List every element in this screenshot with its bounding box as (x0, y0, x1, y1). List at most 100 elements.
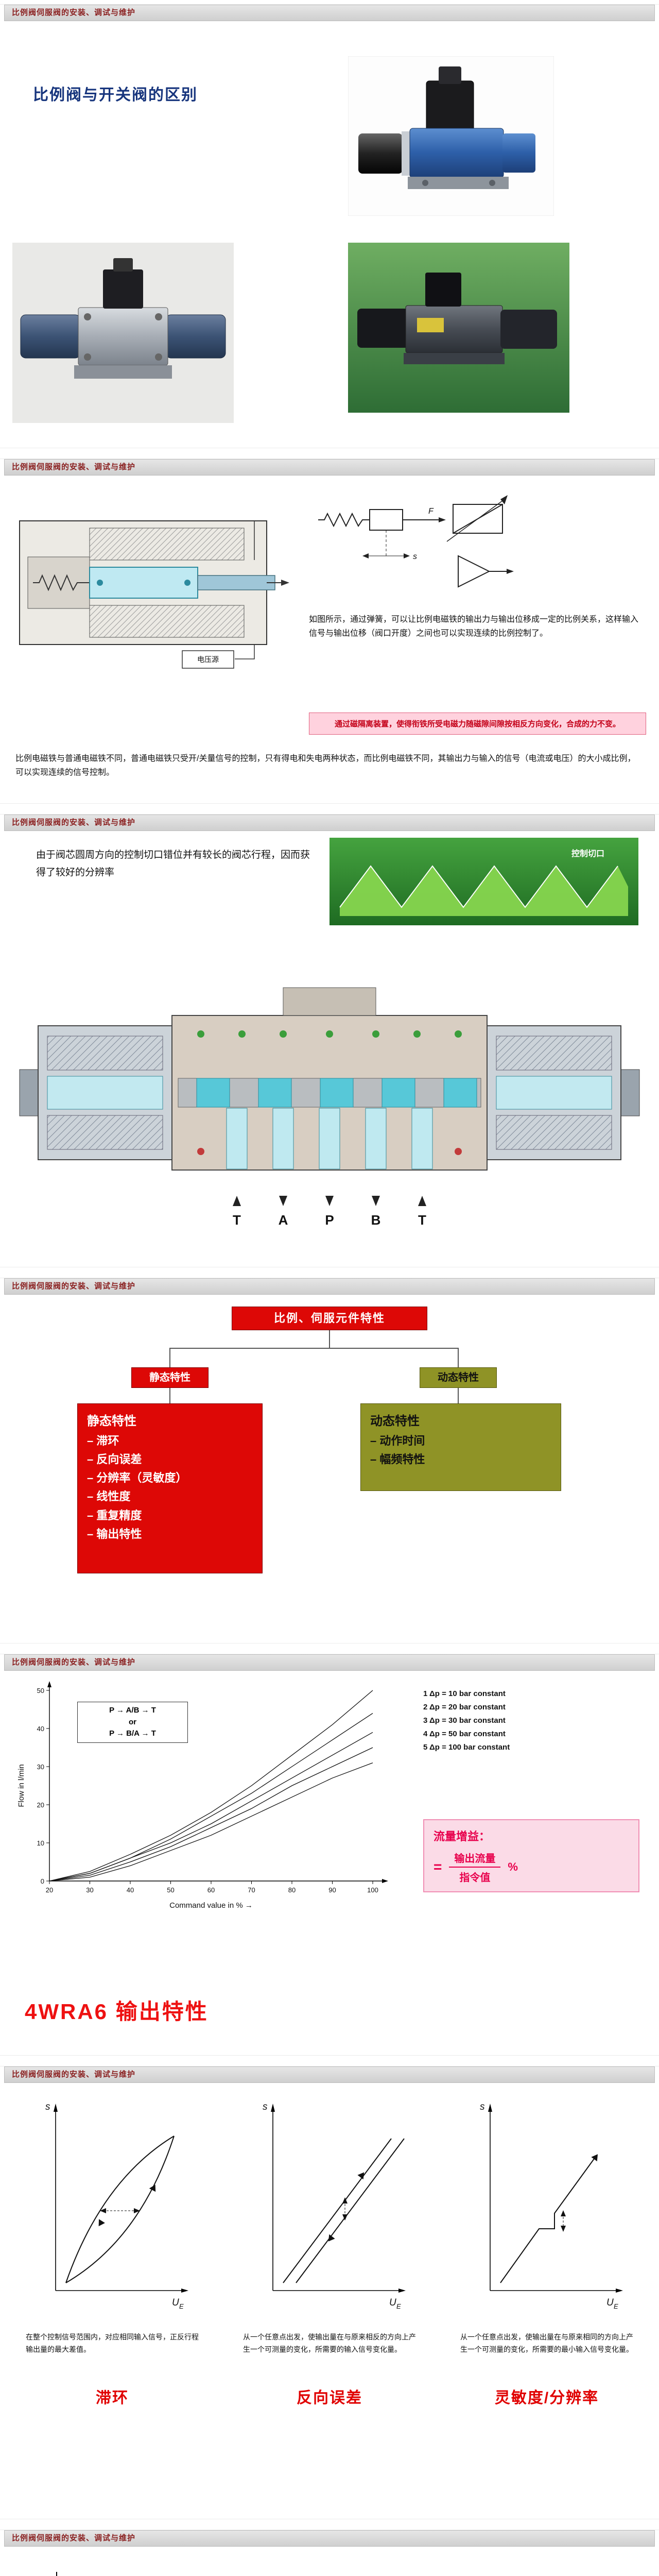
linearity-chart: 02550751002040608010012Flow in % → (36, 2572, 57, 2576)
dynamic-node: 动态特性 (420, 1367, 497, 1388)
svg-text:10: 10 (37, 1839, 44, 1847)
static-item: – 输出特性 (87, 1528, 142, 1541)
svg-text:Flow in l/min: Flow in l/min (17, 1764, 26, 1807)
magnetic-isolation-highlight: 通过磁隔离装置，使得衔铁所受电磁力随磁隙间隙按相反方向变化，合成的力不变。 (309, 713, 646, 735)
static-item: – 滞环 (87, 1434, 119, 1447)
slide-header-bar: 比例阀伺服阀的安装、调试与维护 (4, 2530, 655, 2547)
connector-line (458, 1348, 459, 1367)
slide-2-proportional-solenoid: 比例阀伺服阀的安装、调试与维护 电压源 F s (0, 459, 659, 804)
static-item: 静态特性 (87, 1414, 136, 1428)
connector-line (169, 1348, 459, 1349)
reversal-error-term: 反向误差 (297, 2389, 362, 2406)
axis-y-label: s (480, 2102, 485, 2112)
gain-numerator: 输出流量 (449, 1850, 501, 1868)
voltage-source-label: 电压源 (197, 655, 219, 664)
axis-x-sub: E (614, 2302, 618, 2310)
axis-x-label: U (606, 2297, 614, 2308)
proportional-vs-ordinary-text: 比例电磁铁与普通电磁铁不同，普通电磁铁只受开/关量信号的控制，只有得电和失电两种… (15, 754, 636, 777)
slide-header-bar: 比例阀伺服阀的安装、调试与维护 (4, 5, 655, 21)
svg-text:50: 50 (37, 1687, 44, 1694)
svg-text:30: 30 (86, 1886, 93, 1894)
svg-text:60: 60 (207, 1886, 215, 1894)
sensitivity-column: s U E 从一个任意点出发，使输出量在与原来相同的方向上产生一个可测量的变化，… (453, 2087, 640, 2408)
solenoid-cross-section-diagram: 电压源 (19, 520, 289, 669)
static-node: 静态特性 (131, 1367, 209, 1388)
port-letter: A (279, 1212, 288, 1228)
svg-text:20: 20 (37, 1801, 44, 1809)
port-letter: T (418, 1212, 426, 1228)
slide-header-bar: 比例阀伺服阀的安装、调试与维护 (4, 2066, 655, 2083)
spring-solenoid-schematic: F s (318, 495, 514, 588)
svg-text:100: 100 (367, 1886, 378, 1894)
valve-cross-section-diagram: T A P B T (19, 987, 640, 1228)
slide-header-bar: 比例阀伺服阀的安装、调试与维护 (4, 459, 655, 476)
reversal-error-column: s U E 从一个任意点出发，使输出量在与原来相反的方向上产生一个可测量的变化，… (236, 2087, 423, 2408)
slide-header-title: 比例阀伺服阀的安装、调试与维护 (12, 2534, 136, 2543)
sensitivity-graph: s U E (480, 2102, 623, 2310)
percent-sign: % (508, 1860, 518, 1873)
slide-7-linearity: 比例阀伺服阀的安装、调试与维护 02550751002040608010012F… (0, 2530, 659, 2576)
svg-text:40: 40 (127, 1886, 134, 1894)
proportional-valve-photo (12, 243, 234, 423)
dynamic-item: – 动作时间 (370, 1434, 425, 1447)
svg-text:20: 20 (46, 1886, 53, 1894)
static-characteristics-box: 静态特性 – 滞环 – 反向误差 – 分辨率（灵敏度） – 线性度 – 重复精度… (77, 1403, 263, 1573)
svg-text:40: 40 (37, 1725, 44, 1733)
port-letter: P (325, 1212, 334, 1228)
port-letter: B (371, 1212, 381, 1228)
slide-header-title: 比例阀伺服阀的安装、调试与维护 (12, 1282, 136, 1291)
axis-x-sub: E (179, 2302, 184, 2310)
chart-title: 4WRA6 输出特性 (25, 1999, 209, 2024)
flow-path-annotation: P → A/B → T or P → B/A → T (77, 1702, 188, 1743)
slide-header-bar: 比例阀伺服阀的安装、调试与维护 (4, 1654, 655, 1671)
connector-line (329, 1330, 330, 1348)
flow-gain-formula: = 输出流量 指令值 % (433, 1850, 629, 1884)
axis-y-label: s (263, 2102, 268, 2112)
axis-x-label: U (172, 2297, 179, 2308)
legend-item: 4 Δp = 50 bar constant (423, 1730, 506, 1738)
slide-header-title: 比例阀伺服阀的安装、调试与维护 (12, 1658, 136, 1667)
slide-3-spool-notches: 比例阀伺服阀的安装、调试与维护 由于阀芯圆周方向的控制切口错位并有较长的阀芯行程… (0, 814, 659, 1267)
connector-line (169, 1348, 170, 1367)
axis-y-label: s (45, 2102, 50, 2112)
dynamic-item: 动态特性 (370, 1414, 420, 1428)
svg-text:70: 70 (248, 1886, 255, 1894)
slide-header-title: 比例阀伺服阀的安装、调试与维护 (12, 818, 136, 827)
root-node: 比例、伺服元件特性 (232, 1307, 427, 1330)
switch-valve-photo (348, 56, 554, 216)
hysteresis-graph: s U E (45, 2102, 188, 2310)
notch-label: 控制切口 (571, 849, 604, 858)
dynamic-item: – 幅频特性 (370, 1452, 425, 1466)
hysteresis-column: s U E 在整个控制信号范围内，对应相同输入信号，正反行程输出量的最大差值。 … (19, 2087, 206, 2408)
gain-fraction: 输出流量 指令值 (449, 1850, 501, 1884)
axis-x-sub: E (396, 2302, 401, 2310)
connector-line (169, 1388, 170, 1403)
svg-text:0: 0 (41, 1877, 44, 1885)
slide-4-characteristics-tree: 比例阀伺服阀的安装、调试与维护 比例、伺服元件特性 静态特性 动态特性 静态特性… (0, 1278, 659, 1643)
slide-6-static-terms: 比例阀伺服阀的安装、调试与维护 s U E 在整个控制信号范围内，对应相同输入信… (0, 2066, 659, 2519)
slide-header-bar: 比例阀伺服阀的安装、调试与维护 (4, 1278, 655, 1295)
legend-item: 3 Δp = 30 bar constant (423, 1716, 506, 1725)
dynamic-characteristics-box: 动态特性 – 动作时间 – 幅频特性 (360, 1403, 561, 1491)
stroke-label: s (413, 552, 417, 561)
svg-text:50: 50 (167, 1886, 174, 1894)
svg-text:Command value in % →: Command value in % → (169, 1901, 253, 1910)
directional-valve-photo (348, 243, 569, 413)
static-item: – 线性度 (87, 1490, 131, 1503)
spring-explanation-text: 如图所示，通过弹簧，可以让比例电磁铁的输出力与输出位移成一定的比例关系，这样输入… (309, 615, 639, 638)
svg-text:80: 80 (288, 1886, 296, 1894)
static-item: – 分辨率（灵敏度） (87, 1471, 187, 1485)
resolution-text: 由于阀芯圆周方向的控制切口错位并有较长的阀芯行程，因而获得了较好的分辨率 (36, 850, 310, 878)
sensitivity-caption: 从一个任意点出发，使输出量在与原来相同的方向上产生一个可测量的变化，所需要的最小… (460, 2333, 633, 2353)
force-label: F (428, 507, 434, 516)
slide-header-bar: 比例阀伺服阀的安装、调试与维护 (4, 815, 655, 831)
reversal-error-graph: s U E (263, 2102, 406, 2310)
port-letter: T (233, 1212, 241, 1228)
sensitivity-term: 灵敏度/分辨率 (494, 2389, 599, 2406)
slide-header-title: 比例阀伺服阀的安装、调试与维护 (12, 463, 136, 471)
svg-text:90: 90 (328, 1886, 336, 1894)
hysteresis-caption: 在整个控制信号范围内，对应相同输入信号，正反行程输出量的最大差值。 (26, 2333, 199, 2353)
chart-legend: 1 Δp = 10 bar constant 2 Δp = 20 bar con… (423, 1687, 510, 1754)
slide-1-difference: 比例阀伺服阀的安装、调试与维护 比例阀与开关阀的区别 (0, 4, 659, 448)
slide-header-title: 比例阀伺服阀的安装、调试与维护 (12, 2070, 136, 2079)
